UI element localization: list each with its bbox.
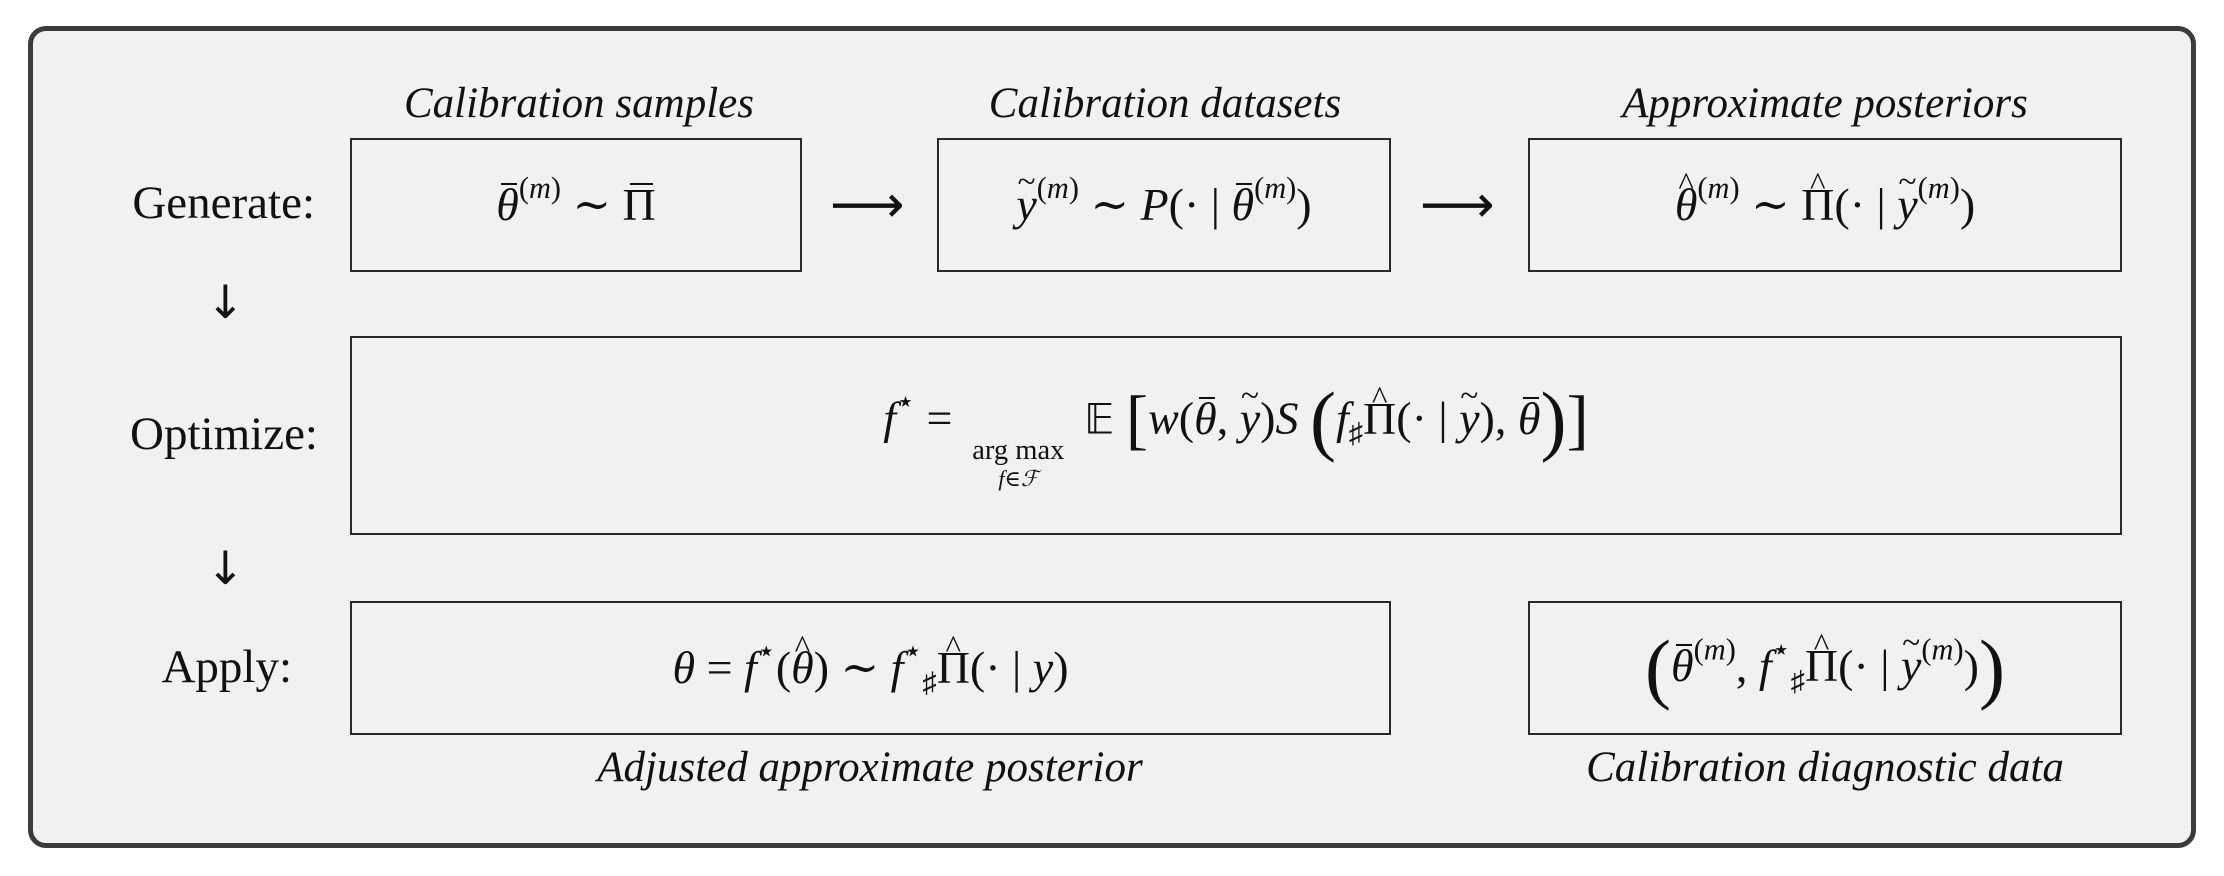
right-arrow-icon: ⟶ (830, 175, 905, 235)
approximate-posteriors-box: θ(m) ∼ Π(· | y(m)) (1528, 138, 2122, 272)
down-arrow-icon: ↓ (206, 541, 245, 595)
right-arrow-icon: ⟶ (1420, 175, 1495, 235)
formula-calibration-samples: θ(m) ∼ Π (496, 171, 656, 230)
calibration-datasets-box: y(m) ∼ P(· | θ(m)) (937, 138, 1391, 272)
formula-diagnostic: (θ(m), f⋆♯Π(· | y(m))) (1645, 626, 2005, 707)
footer-adjusted-posterior: Adjusted approximate posterior (597, 744, 1143, 791)
adjusted-posterior-box: θ = f⋆(θ) ∼ f⋆♯Π(· | y) (350, 601, 1391, 735)
row-label-optimize: Optimize: (130, 408, 318, 460)
diagram-frame (28, 26, 2196, 848)
header-calibration-datasets: Calibration datasets (988, 80, 1342, 127)
row-label-apply: Apply: (161, 641, 292, 693)
header-approximate-posteriors: Approximate posteriors (1622, 80, 2028, 127)
down-arrow-icon: ↓ (206, 275, 245, 329)
calibration-diagnostic-box: (θ(m), f⋆♯Π(· | y(m))) (1528, 601, 2122, 735)
footer-calibration-diagnostic: Calibration diagnostic data (1586, 744, 2064, 791)
row-label-generate: Generate: (132, 177, 315, 229)
calibration-samples-box: θ(m) ∼ Π (350, 138, 802, 272)
formula-approximate-posteriors: θ(m) ∼ Π(· | y(m)) (1675, 165, 1975, 228)
formula-apply: θ = f⋆(θ) ∼ f⋆♯Π(· | y) (672, 631, 1068, 698)
formula-calibration-datasets: y(m) ∼ P(· | θ(m)) (1016, 165, 1311, 228)
header-calibration-samples: Calibration samples (403, 80, 754, 127)
